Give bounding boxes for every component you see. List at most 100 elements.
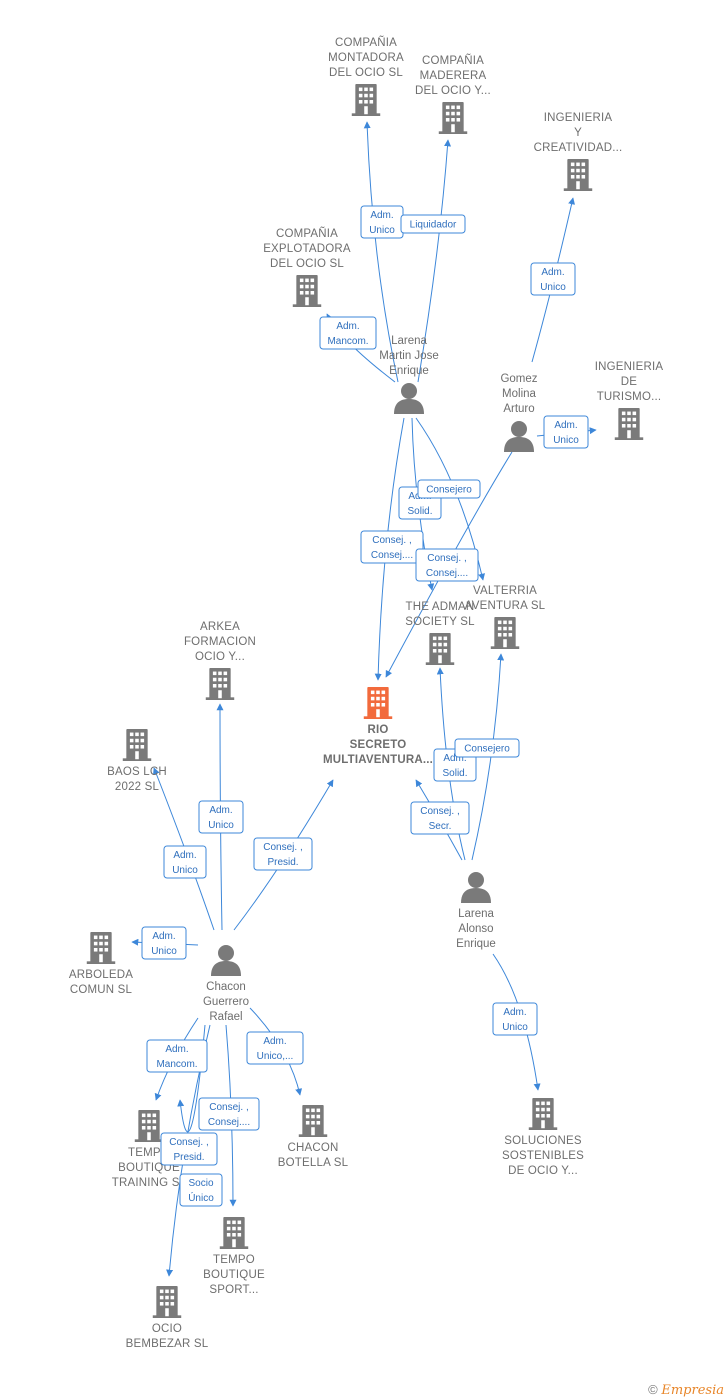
company-node-creatividad[interactable]: INGENIERIAYCREATIVIDAD...	[534, 112, 623, 191]
building-icon	[122, 729, 152, 761]
role-badge[interactable]: Consej. , Consej....	[415, 548, 479, 582]
role-badge[interactable]: Adm.Unico	[530, 262, 576, 296]
role-badge[interactable]: Consej. ,Secr.	[410, 801, 470, 835]
node-label-line: DEL OCIO SL	[270, 258, 344, 270]
node-label-line: COMPAÑIA	[422, 54, 484, 67]
person-icon	[211, 945, 241, 976]
role-badge-text: Adm.	[173, 850, 196, 861]
node-label-line: Larena	[458, 908, 494, 920]
role-badge-box	[319, 316, 377, 350]
node-label-line: SPORT...	[209, 1284, 258, 1296]
role-badge-text: Consej....	[426, 568, 468, 579]
node-label-line: CHACON	[287, 1142, 338, 1154]
role-badge-box	[198, 1097, 260, 1131]
building-icon	[292, 275, 322, 307]
role-badge-text: Consej. ,	[263, 842, 302, 853]
node-label-line: SOCIETY SL	[405, 616, 475, 628]
building-icon	[86, 932, 116, 964]
building-icon	[425, 633, 455, 665]
node-label-line: OCIO Y...	[195, 651, 245, 663]
role-badge[interactable]: Adm.Unico,...	[246, 1031, 304, 1065]
node-label-line: DEL OCIO Y...	[415, 85, 491, 97]
role-badge-text: Consej. ,	[427, 553, 466, 564]
node-label-line: COMPAÑIA	[276, 227, 338, 240]
role-badge[interactable]: Liquidador	[400, 214, 466, 234]
role-badge-box	[163, 845, 207, 879]
node-label-line: Y	[574, 127, 582, 139]
role-badge-text: Solid.	[442, 768, 467, 779]
role-badge-text: Adm.	[209, 805, 232, 816]
role-badge-text: Consej....	[371, 550, 413, 561]
role-badge[interactable]: Adm.Mancom.	[319, 316, 377, 350]
role-badge[interactable]: Consejero	[454, 738, 520, 758]
footer-brand[interactable]: © Empresia	[648, 1382, 724, 1398]
role-badge-box	[141, 926, 187, 960]
role-badge[interactable]: Consej. ,Consej....	[198, 1097, 260, 1131]
role-badge-text: Solid.	[407, 506, 432, 517]
node-label-line: ARKEA	[200, 621, 240, 633]
role-badge-text: Consejero	[464, 744, 510, 755]
role-badge[interactable]: Adm.Unico	[163, 845, 207, 879]
role-badge-box	[454, 738, 520, 758]
role-badge[interactable]: Adm.Unico	[492, 1002, 538, 1036]
node-label-line: BOUTIQUE	[203, 1269, 265, 1281]
node-label-line: THE ADMAN	[406, 601, 475, 613]
node-label-line: SOSTENIBLES	[502, 1150, 584, 1162]
company-node-turismo[interactable]: INGENIERIADETURISMO...	[595, 361, 664, 440]
role-badge[interactable]: Consej. ,Presid.	[253, 837, 313, 871]
role-badge[interactable]: Adm.Unico	[360, 205, 404, 239]
company-node-sport[interactable]: TEMPOBOUTIQUESPORT...	[203, 1217, 265, 1296]
node-label-line: Chacon	[206, 981, 246, 993]
node-label-line: Alonso	[458, 923, 493, 935]
node-label-line: TEMPO	[128, 1147, 170, 1159]
role-badge-box	[410, 801, 470, 835]
role-badge-box	[415, 548, 479, 582]
role-badge-text: Unico	[151, 946, 177, 957]
node-label-line: DEL OCIO SL	[329, 67, 403, 79]
role-badge[interactable]: Consejero	[417, 479, 481, 499]
role-badge-text: Adm.	[263, 1036, 286, 1047]
edge-gomez-to-rio	[385, 451, 513, 678]
role-badge[interactable]: Adm. Unico	[198, 800, 244, 834]
role-badge-text: Adm.	[541, 267, 564, 278]
role-badge-text: Unico	[208, 820, 234, 831]
role-badge[interactable]: Consej. ,Presid.	[160, 1132, 218, 1166]
role-badge[interactable]: Consej. ,Consej....	[360, 530, 424, 564]
building-icon	[528, 1098, 558, 1130]
building-icon	[298, 1105, 328, 1137]
role-badge-box	[543, 415, 589, 449]
role-badge-text: Consej. ,	[420, 806, 459, 817]
edge-larena_alonso-to-valterria	[471, 653, 505, 861]
role-badge-text: Consejero	[426, 485, 472, 496]
role-badge-box	[492, 1002, 538, 1036]
role-badge[interactable]: Adm.Unico	[141, 926, 187, 960]
node-label-line: Rafael	[209, 1011, 242, 1023]
person-icon	[461, 872, 491, 903]
role-badge[interactable]: Adm.Unico	[543, 415, 589, 449]
node-label-line: DE	[621, 376, 638, 388]
role-badge-box	[198, 800, 244, 834]
company-node-adman[interactable]: THE ADMAN SOCIETY SL	[405, 601, 475, 665]
building-icon	[134, 1110, 164, 1142]
role-badge[interactable]: Adm.Mancom.	[146, 1039, 208, 1073]
node-label-line: 2022 SL	[115, 781, 160, 793]
node-label-line: Larena	[391, 335, 427, 347]
role-badge-box	[400, 214, 466, 234]
company-node-rio[interactable]: RIOSECRETOMULTIAVENTURA...	[323, 687, 433, 766]
